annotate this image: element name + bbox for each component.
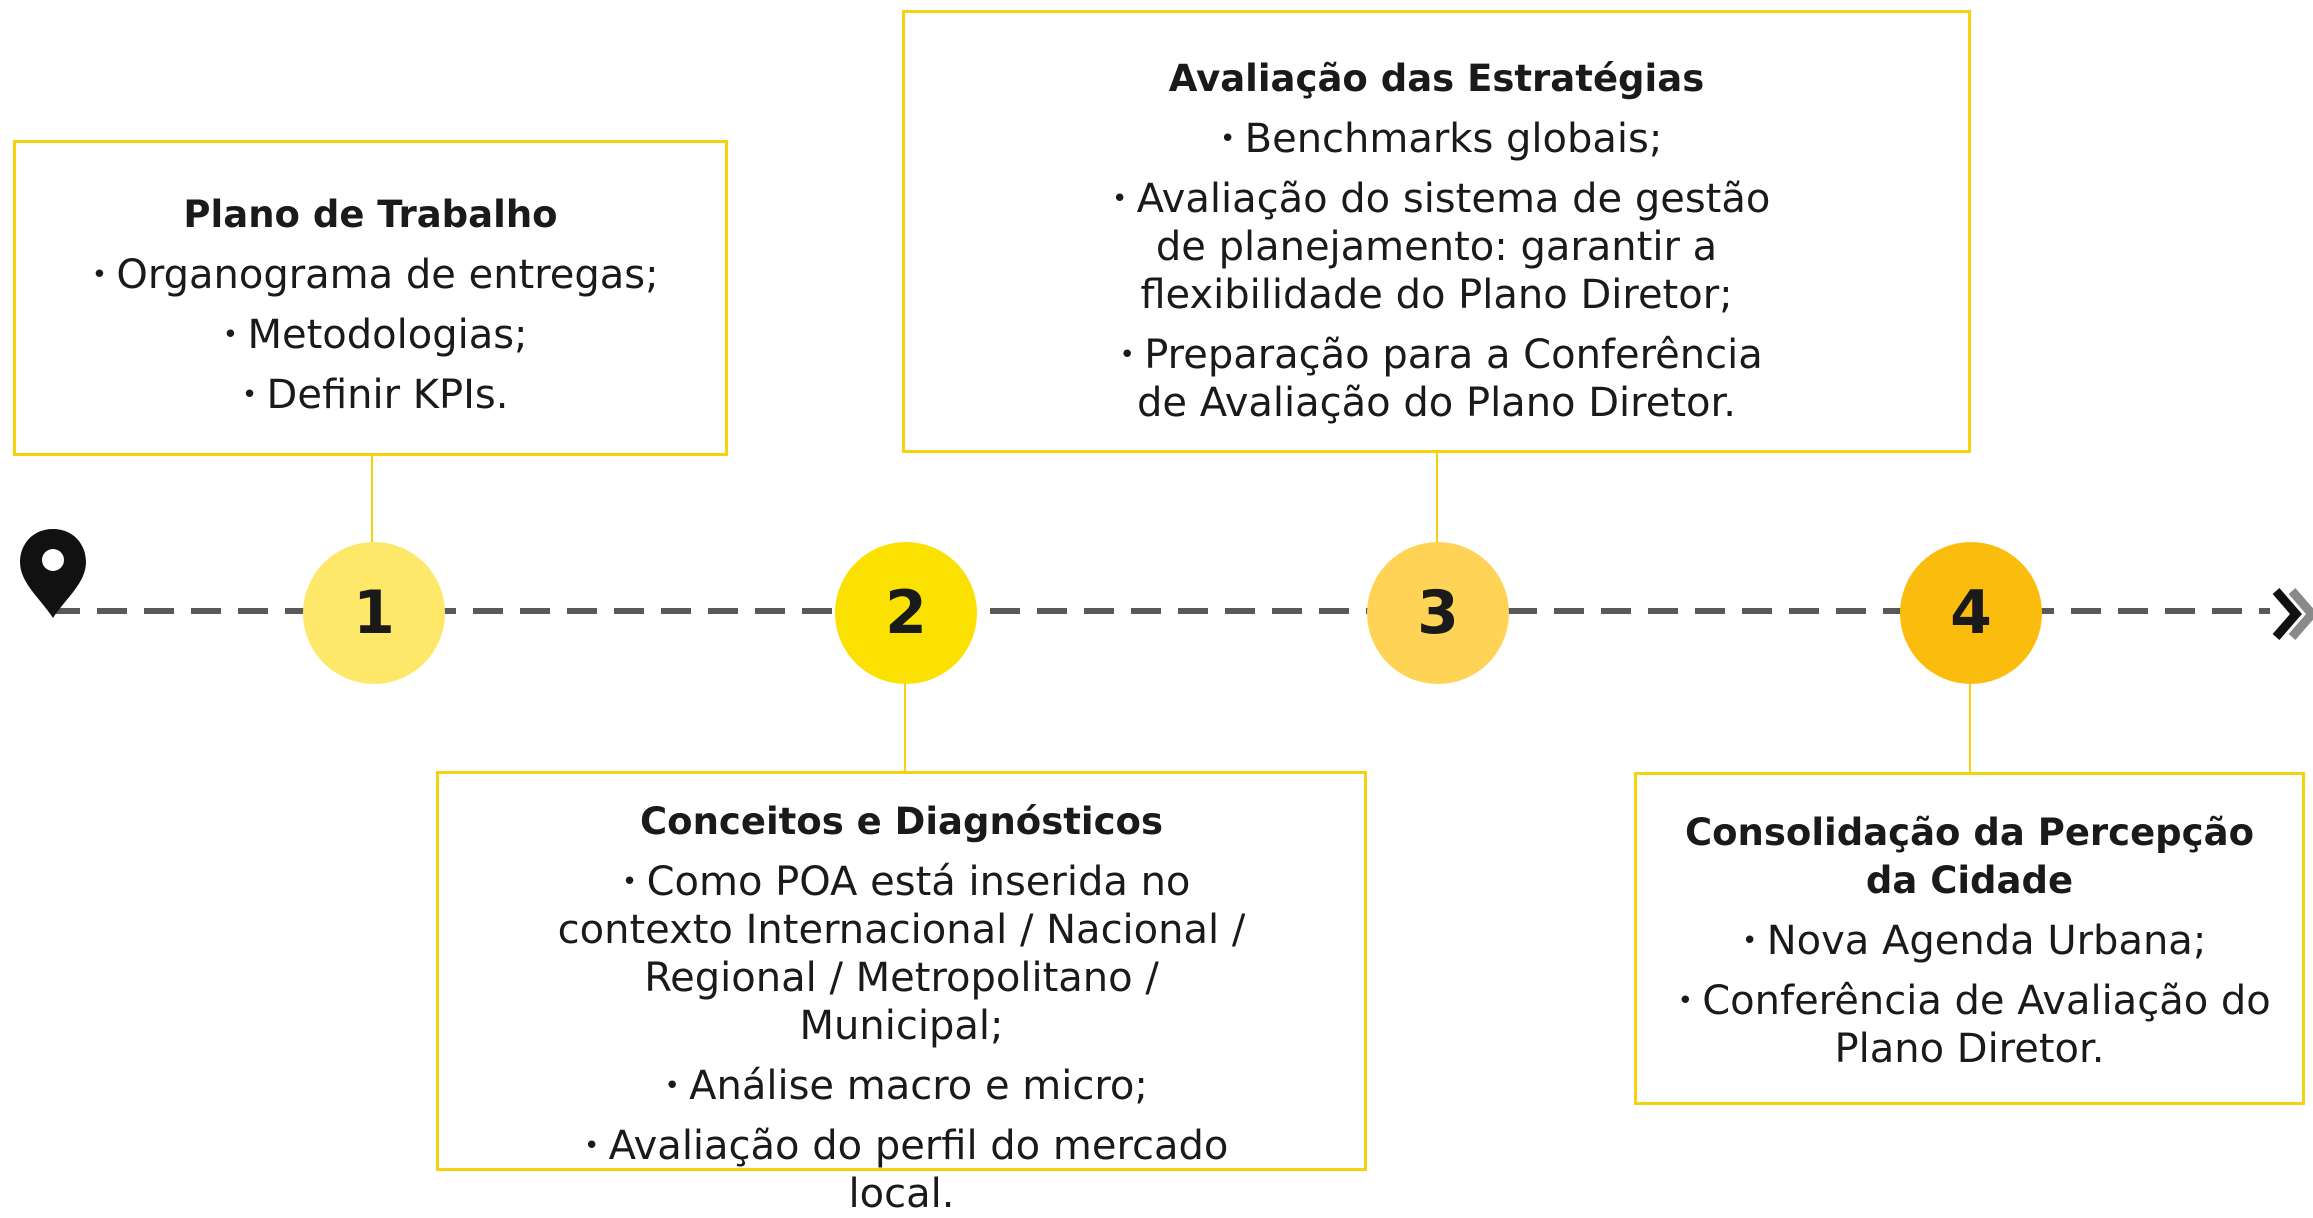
list-item: •Organograma de entregas; bbox=[91, 252, 659, 298]
double-chevron-right-icon bbox=[2272, 588, 2313, 640]
step-4-circle: 4 bbox=[1900, 542, 2042, 684]
connector-step-4 bbox=[1969, 683, 1971, 774]
list-item: •Avaliação do perfil do mercado local. bbox=[583, 1123, 1229, 1217]
step-3-title: Avaliação das Estratégias bbox=[1168, 57, 1705, 100]
step-2-box: Conceitos e Diagnósticos •Como POA está … bbox=[436, 771, 1367, 1217]
list-item: •Nova Agenda Urbana; bbox=[1742, 918, 2207, 964]
connector-step-1 bbox=[371, 455, 373, 549]
step-2-circle: 2 bbox=[835, 542, 977, 684]
list-item: •Metodologias; bbox=[222, 312, 528, 358]
step-1-number: 1 bbox=[353, 578, 395, 648]
step-3-circle: 3 bbox=[1367, 542, 1509, 684]
list-item: •Análise macro e micro; bbox=[664, 1063, 1148, 1109]
list-item: •Conferência de Avaliação do Plano Diret… bbox=[1677, 978, 2271, 1072]
step-2-number: 2 bbox=[885, 578, 927, 648]
list-item: •Como POA está inserida no contexto Inte… bbox=[557, 859, 1246, 1049]
connector-step-3 bbox=[1436, 452, 1438, 548]
step-3-number: 3 bbox=[1417, 578, 1459, 648]
step-4-number: 4 bbox=[1950, 578, 1992, 648]
step-1-title: Plano de Trabalho bbox=[183, 193, 558, 236]
map-pin-icon bbox=[20, 529, 86, 618]
step-1-circle: 1 bbox=[303, 542, 445, 684]
list-item: •Avaliação do sistema de gestão de plane… bbox=[1111, 176, 1771, 318]
connector-step-2 bbox=[904, 683, 906, 772]
step-1-box: Plano de Trabalho •Organograma de entreg… bbox=[13, 140, 728, 456]
list-item: •Preparação para a Conferência de Avalia… bbox=[1119, 332, 1763, 426]
list-item: •Definir KPIs. bbox=[241, 372, 509, 418]
step-4-title: Consolidação da Percepção da Cidade bbox=[1684, 811, 2254, 902]
step-2-title: Conceitos e Diagnósticos bbox=[640, 800, 1163, 843]
step-3-box: Avaliação das Estratégias •Benchmarks gl… bbox=[902, 10, 1971, 453]
step-4-box: Consolidação da Percepção da Cidade •Nov… bbox=[1634, 772, 2305, 1105]
list-item: •Benchmarks globais; bbox=[1219, 116, 1663, 162]
